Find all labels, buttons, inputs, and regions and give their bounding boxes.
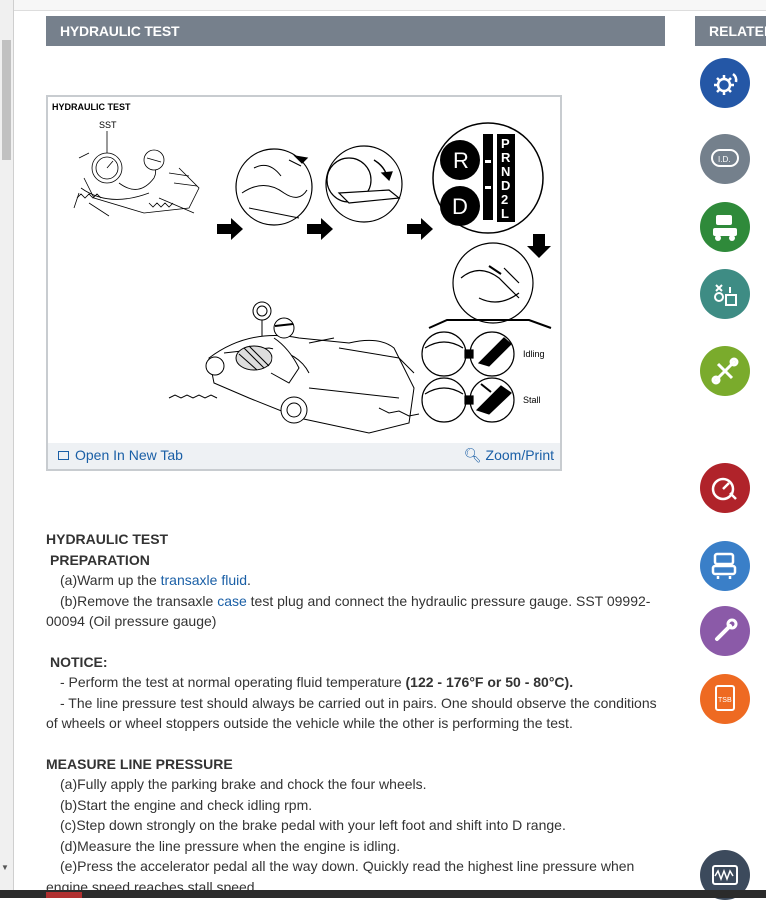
- measure-heading: MEASURE LINE PRESSURE: [46, 755, 233, 772]
- car-mechanic-sketch: [168, 301, 420, 434]
- measure-step-c: (c)Step down strongly on the brake pedal…: [60, 817, 566, 833]
- preparation-heading: PREPARATION: [50, 551, 150, 568]
- hydraulic-test-illustration[interactable]: HYDRAULIC TEST SST: [49, 98, 559, 442]
- new-tab-icon: [58, 451, 69, 460]
- case-link[interactable]: case: [217, 592, 247, 609]
- prep-step-b-cont: 00094 (Oil pressure gauge): [46, 613, 217, 629]
- notice-item-2-cont: of wheels or wheel stoppers outside the …: [46, 715, 573, 731]
- handbrake-circle: [235, 148, 313, 226]
- range-letter-d: D: [452, 194, 468, 219]
- measure-step-d: (d)Measure the line pressure when the en…: [60, 837, 401, 854]
- shift-p: P: [501, 136, 510, 151]
- shift-r: R: [501, 150, 511, 165]
- zoom-label: Zoom/Print: [485, 447, 554, 463]
- pedal-diagrams: [421, 331, 515, 423]
- engine-gauge-sketch: [73, 149, 200, 217]
- id-badge-icon[interactable]: I.D.: [700, 134, 750, 184]
- open-tab-label: Open In New Tab: [75, 447, 183, 463]
- figure-container: HYDRAULIC TEST SST: [46, 95, 562, 471]
- idling-label: Idling: [523, 349, 545, 359]
- diagnostic-icon[interactable]: [700, 269, 750, 319]
- measure-step-e: (e)Press the accelerator pedal all the w…: [60, 858, 635, 874]
- sst-label: SST: [99, 120, 117, 130]
- figure-caption: HYDRAULIC TEST: [52, 102, 131, 112]
- procedure-content: HYDRAULIC TEST PREPARATION (a)Warm up th…: [46, 529, 671, 897]
- tsb-document-icon[interactable]: TSB: [700, 674, 750, 724]
- zoom-icon: 🔍︎: [463, 447, 482, 463]
- accelerator-circle: [452, 242, 534, 324]
- brake-pedal-circle: [325, 145, 403, 223]
- vertical-scrollbar[interactable]: ▼: [0, 0, 14, 898]
- gear-arrows-icon[interactable]: [700, 58, 750, 108]
- related-header: RELATED: [695, 16, 766, 46]
- notice-heading: NOTICE:: [50, 653, 108, 670]
- svg-text:I.D.: I.D.: [718, 155, 730, 164]
- taskbar-item[interactable]: [46, 892, 82, 898]
- range-letter-r: R: [453, 148, 469, 173]
- scroll-down-arrow-icon[interactable]: ▼: [1, 863, 9, 872]
- shift-n: N: [501, 164, 510, 179]
- svg-text:TSB: TSB: [718, 697, 732, 704]
- stall-label: Stall: [523, 395, 541, 405]
- figure-footer: Open In New Tab 🔍︎ Zoom/Print: [48, 443, 560, 469]
- measure-step-b: (b)Start the engine and check idling rpm…: [60, 796, 313, 813]
- section-header: HYDRAULIC TEST: [46, 16, 665, 46]
- wrench-icon[interactable]: [700, 606, 750, 656]
- top-strip: [14, 0, 766, 11]
- driver-seat-icon[interactable]: [700, 541, 750, 591]
- shift-2: 2: [501, 192, 508, 207]
- vehicle-service-icon[interactable]: [700, 202, 750, 252]
- gauge-alert-icon[interactable]: [700, 463, 750, 513]
- wrench-parts-icon[interactable]: [700, 346, 750, 396]
- content-title: HYDRAULIC TEST: [46, 531, 169, 547]
- open-in-new-tab-link[interactable]: Open In New Tab: [58, 447, 183, 463]
- scrollbar-thumb[interactable]: [2, 40, 11, 160]
- notice-item-2: - The line pressure test should always b…: [60, 694, 657, 711]
- transaxle-fluid-link[interactable]: transaxle fluid: [160, 572, 248, 588]
- step-arrows: [217, 218, 551, 258]
- prep-step-a: (a)Warm up the transaxle fluid.: [60, 572, 251, 588]
- shift-range-circle: R D P R N D 2 L: [432, 122, 544, 234]
- notice-item-1: - Perform the test at normal operating f…: [60, 674, 574, 690]
- shift-l: L: [501, 206, 509, 221]
- measure-step-a: (a)Fully apply the parking brake and cho…: [60, 776, 427, 792]
- prep-step-b: (b)Remove the transaxle case test plug a…: [60, 592, 651, 609]
- shift-d: D: [501, 178, 510, 193]
- taskbar: [0, 890, 766, 898]
- zoom-print-link[interactable]: 🔍︎ Zoom/Print: [464, 447, 554, 464]
